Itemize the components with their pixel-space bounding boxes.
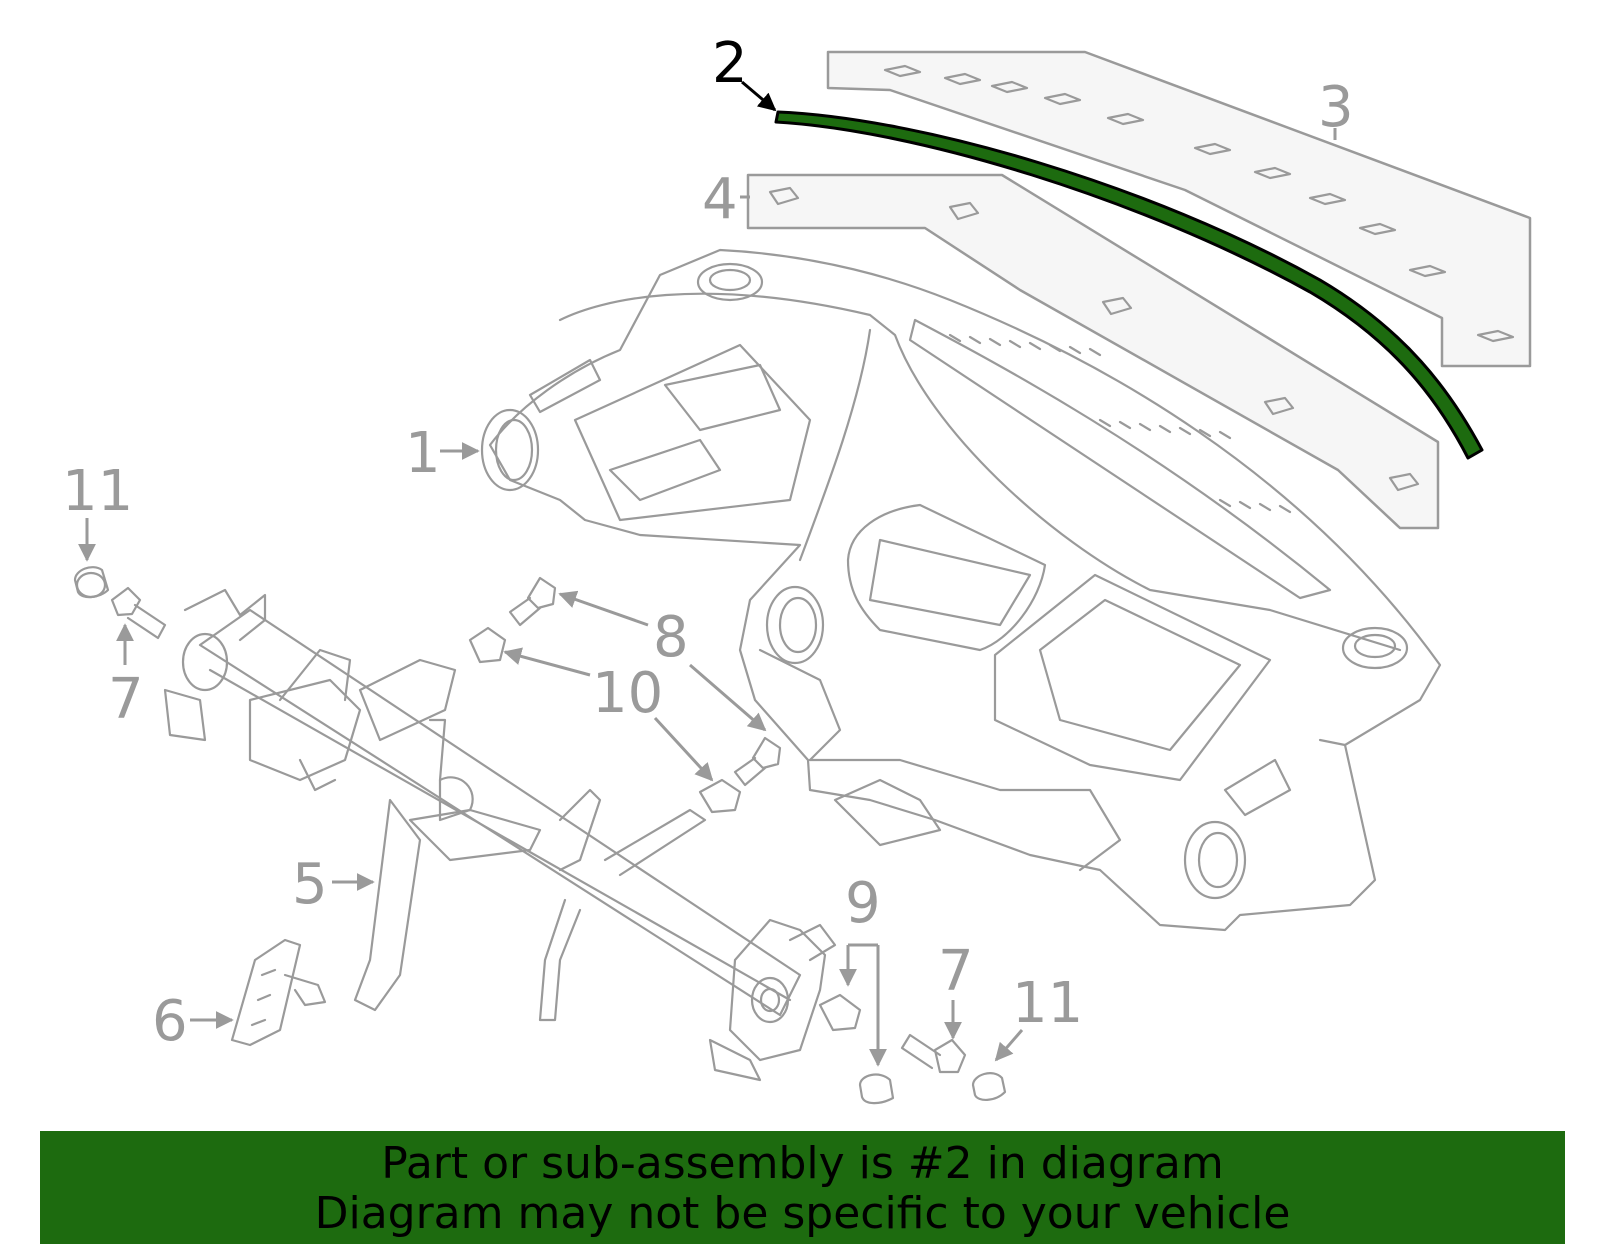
fastener-10-lower [698, 778, 742, 814]
fastener-8-upper [508, 576, 557, 627]
callout-label-8: 8 [653, 605, 689, 670]
callout-label-10: 10 [592, 661, 663, 726]
fastener-10-upper [468, 626, 507, 664]
part-4-panel [746, 173, 1440, 530]
fastener-8-lower [733, 736, 782, 787]
callout-label-11-right: 11 [1012, 971, 1083, 1036]
fastener-11-left [73, 566, 110, 599]
fastener-7-left [110, 586, 167, 640]
callout-label-9: 9 [845, 871, 881, 936]
fastener-7-right [900, 1033, 967, 1074]
part-6-bracket [230, 938, 327, 1047]
fastener-9-lower [858, 1073, 895, 1105]
callout-label-6: 6 [152, 989, 188, 1054]
callout-label-11-left: 11 [62, 459, 133, 524]
part-2-seal [774, 110, 1484, 460]
callout-label-3: 3 [1318, 75, 1354, 140]
fastener-11-right [971, 1072, 1007, 1101]
callout-label-2: 2 [712, 31, 748, 96]
callout-label-7-left: 7 [108, 667, 144, 732]
callout-label-7-right: 7 [938, 939, 974, 1004]
fastener-9-upper [818, 993, 862, 1032]
banner-line-part: Part or sub-assembly is #2 in diagram [381, 1138, 1224, 1189]
callout-label-1: 1 [405, 421, 441, 486]
part-1-dashboard [480, 248, 1442, 932]
callout-arrows [78, 80, 1337, 1067]
callout-label-5: 5 [292, 852, 328, 917]
info-banner: Part or sub-assembly is #2 in diagram Di… [40, 1131, 1565, 1244]
part-3-panel [826, 50, 1532, 368]
banner-line-disclaimer: Diagram may not be specific to your vehi… [314, 1188, 1291, 1239]
part-5-beam [163, 588, 837, 1082]
callout-label-4: 4 [702, 167, 738, 232]
